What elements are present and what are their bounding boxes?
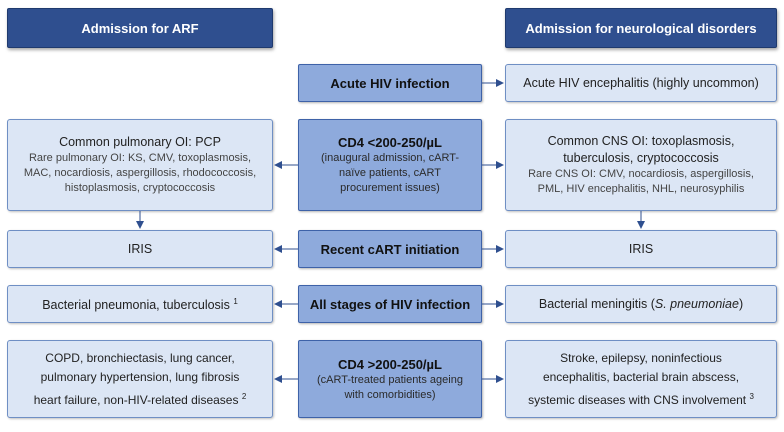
header-arf: Admission for ARF [7,8,273,48]
left-bacterial-pneumonia: Bacterial pneumonia, tuberculosis 1 [7,285,273,323]
left-comorbidities-line-1: COPD, bronchiectasis, lung cancer, [45,350,235,365]
right-iris: IRIS [505,230,777,268]
right-neuro-line-1: Stroke, epilepsy, noninfectious [560,350,722,365]
left-rare-oi-line-3: histoplasmosis, cryptococcosis [64,182,216,194]
left-iris: IRIS [7,230,273,268]
left-pulmonary-oi: Common pulmonary OI: PCP Rare pulmonary … [7,119,273,211]
center-acute-hiv-label: Acute HIV infection [330,75,450,91]
left-comorbidities-line-2: pulmonary hypertension, lung fibrosis [40,369,240,384]
right-rare-cns-line-1: Rare CNS OI: CMV, nocardiosis, aspergill… [528,168,754,180]
right-acute-encephalitis: Acute HIV encephalitis (highly uncommon) [505,64,777,102]
left-rare-oi-line-2: MAC, nocardiosis, aspergillosis, rhodoco… [23,167,257,179]
center-cd4-high-line-2: with comorbidities) [344,388,436,401]
right-neuro-comorbidities: Stroke, epilepsy, noninfectious encephal… [505,340,777,418]
right-acute-encephalitis-label: Acute HIV encephalitis (highly uncommon) [523,75,759,90]
right-bacterial-meningitis: Bacterial meningitis (S. pneumoniae) [505,285,777,323]
center-all-stages-label: All stages of HIV infection [309,296,471,312]
right-rare-cns-line-2: PML, HIV encephalitis, NHL, neurosyphili… [537,183,745,195]
header-neuro: Admission for neurological disorders [505,8,777,48]
center-cd4-low-line-1: (inaugural admission, cART- [321,152,459,164]
center-cart-initiation-label: Recent cART initiation [320,241,460,257]
center-cd4-high: CD4 >200-250/µL (cART-treated patients a… [298,340,482,418]
left-iris-label: IRIS [127,241,153,256]
right-bacterial-meningitis-text: Bacterial meningitis (S. pneumoniae) [539,296,743,313]
left-comorbidities-line-3: heart failure, non-HIV-related diseases [33,392,239,407]
right-neuro-line-3-wrap: systemic diseases with CNS involvement 3 [528,387,754,410]
center-cd4-low-line-2: naïve patients, cART [339,167,441,179]
center-cd4-low-title: CD4 <200-250/µL [338,135,442,150]
right-meningitis-italic: S. pneumoniae [654,296,739,311]
right-meningitis-pre: Bacterial meningitis ( [538,296,655,311]
footnote-1: 1 [233,297,238,307]
center-cd4-low: CD4 <200-250/µL (inaugural admission, cA… [298,119,482,211]
center-acute-hiv: Acute HIV infection [298,64,482,102]
right-cns-oi: Common CNS OI: toxoplasmosis, tuberculos… [505,119,777,211]
right-neuro-line-2: encephalitis, bacterial brain abscess, [542,369,740,384]
right-meningitis-post: ) [738,296,744,311]
left-pulmonary-oi-title: Common pulmonary OI: PCP [59,135,221,149]
right-cns-oi-title-2: tuberculosis, cryptococcosis [563,151,719,165]
left-rare-oi-line-1: Rare pulmonary OI: KS, CMV, toxoplasmosi… [28,152,252,164]
left-comorbidities: COPD, bronchiectasis, lung cancer, pulmo… [7,340,273,418]
right-cns-oi-title-1: Common CNS OI: toxoplasmosis, [547,134,735,148]
footnote-3: 3 [749,391,754,401]
center-cart-initiation: Recent cART initiation [298,230,482,268]
left-bacterial-pneumonia-label: Bacterial pneumonia, tuberculosis [42,298,230,313]
right-neuro-line-3: systemic diseases with CNS involvement [528,392,747,407]
right-iris-label: IRIS [628,241,654,256]
center-cd4-low-line-3: procurement issues) [340,182,440,194]
footnote-2: 2 [241,391,247,401]
left-comorbidities-line-3-wrap: heart failure, non-HIV-related diseases … [34,387,247,410]
center-cd4-high-line-1: (cART-treated patients ageing [317,373,463,386]
header-neuro-label: Admission for neurological disorders [525,20,757,36]
header-arf-label: Admission for ARF [81,20,199,36]
center-cd4-high-title: CD4 >200-250/µL [338,356,442,372]
left-bacterial-pneumonia-text: Bacterial pneumonia, tuberculosis 1 [42,293,238,314]
center-all-stages: All stages of HIV infection [298,285,482,323]
